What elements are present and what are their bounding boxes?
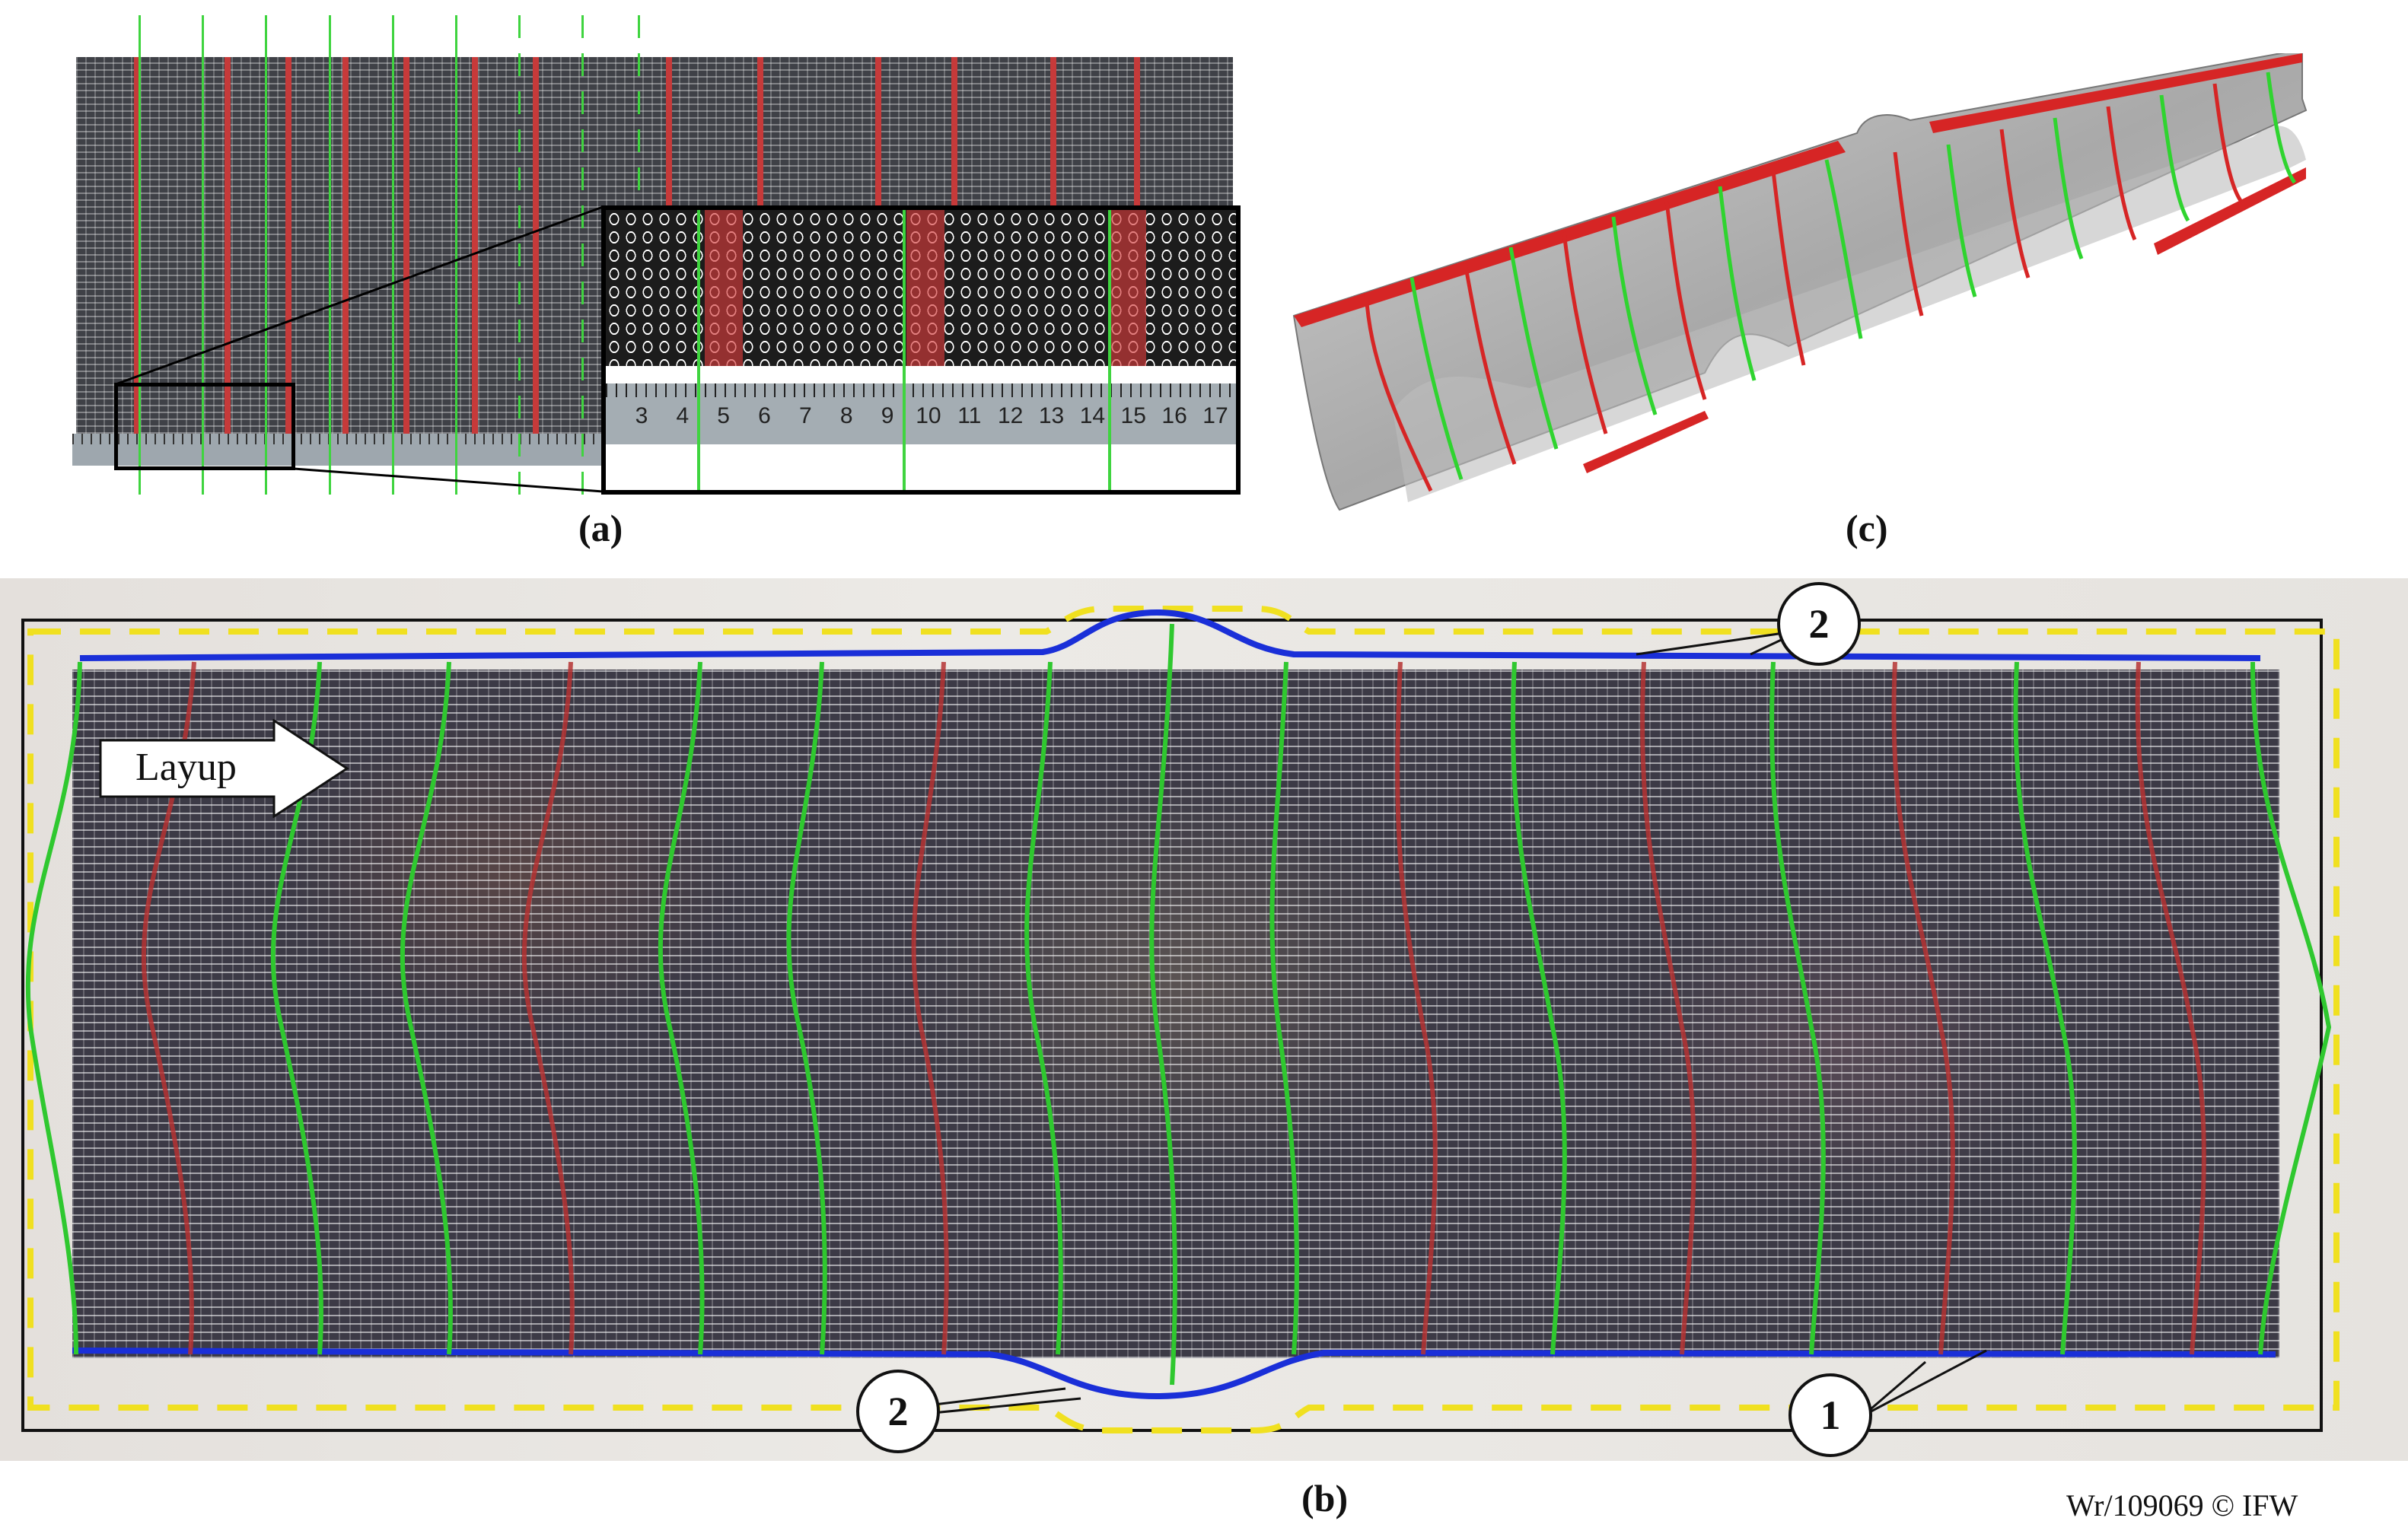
callout-2-top: 2 [1777, 582, 1861, 666]
ruler-number: 3 [635, 403, 648, 428]
zoom-inset: 3 4 5 6 7 8 9 10 11 12 13 14 15 16 17 [601, 205, 1241, 495]
drape-overlay-lines [21, 606, 2340, 1433]
red-marker-closeup [1108, 210, 1146, 366]
ruler-number: 11 [957, 403, 982, 428]
red-marker-stripe [225, 57, 231, 434]
ruler-number: 5 [717, 403, 730, 428]
caption-c: (c) [1846, 507, 1888, 549]
arrow-right-icon [99, 718, 349, 819]
zoom-connector-lines [115, 205, 604, 493]
copyright-credit: Wr/109069 © IFW [2066, 1488, 2298, 1522]
green-guide-line [392, 15, 394, 495]
red-marker-closeup [705, 210, 743, 366]
zoom-region-box [114, 383, 295, 470]
panel-a-textile-photo: 3 4 5 6 7 8 9 10 11 12 13 14 15 16 17 [61, 15, 1241, 495]
green-guide-line [329, 15, 331, 495]
draped-surface-3d [1292, 48, 2308, 511]
red-marker-stripe [342, 57, 349, 434]
ruler-number: 13 [1038, 403, 1065, 428]
red-marker-stripe [472, 57, 478, 434]
green-guide-line [1108, 210, 1111, 490]
green-guide-line [202, 15, 204, 495]
green-guide-line [139, 15, 141, 495]
red-marker-closeup [906, 210, 944, 366]
ruler-number: 10 [916, 403, 941, 428]
green-guide-line [265, 15, 267, 495]
ruler-closeup: 3 4 5 6 7 8 9 10 11 12 13 14 15 16 17 [606, 383, 1236, 444]
callout-1: 1 [1788, 1373, 1872, 1457]
green-guide-line-dashed [581, 15, 584, 495]
ruler-number: 9 [881, 403, 894, 428]
red-marker-stripe [285, 57, 291, 434]
green-guide-line [455, 15, 457, 495]
panel-c-3d-surface-scan [1279, 48, 2321, 540]
ruler-number: 4 [676, 403, 690, 428]
ruler-number: 6 [758, 403, 771, 428]
ruler-number: 16 [1161, 403, 1187, 428]
green-guide-line [903, 210, 906, 490]
panel-b-draped-textile-photo: Layup 2 2 1 [0, 578, 2408, 1461]
callout-2-bottom: 2 [856, 1370, 940, 1453]
green-guide-line-dashed [518, 15, 521, 495]
ruler-number: 8 [839, 403, 853, 428]
ruler-number: 17 [1202, 403, 1228, 428]
ruler-number: 7 [799, 403, 812, 428]
red-marker-stripe [403, 57, 409, 434]
layup-direction-arrow: Layup [99, 718, 350, 819]
ruler-number: 14 [1079, 403, 1106, 428]
ruler-number: 15 [1120, 403, 1146, 428]
layup-label: Layup [135, 746, 237, 789]
green-guide-line [697, 210, 700, 490]
ruler-numbers: 3 4 5 6 7 8 9 10 11 12 13 14 15 16 17 [621, 403, 1236, 429]
ruler-number: 12 [997, 403, 1024, 428]
caption-b: (b) [1301, 1477, 1349, 1519]
red-marker-stripe [533, 57, 539, 434]
red-marker-stripe [134, 57, 140, 434]
caption-a: (a) [578, 507, 623, 549]
